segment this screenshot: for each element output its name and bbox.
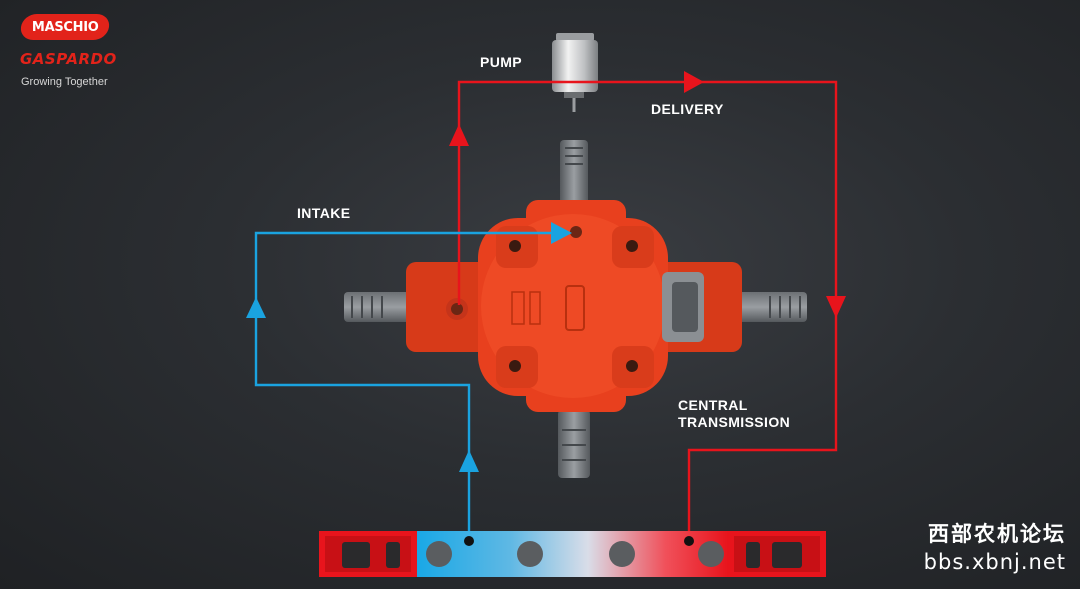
gaspardo-logo-text: GASPARDO: [20, 50, 117, 68]
central-transmission-line1: CENTRAL: [678, 397, 748, 413]
left-shaft: [344, 292, 416, 322]
bar-hole: [517, 541, 543, 567]
intake-right-arrow: [551, 222, 572, 244]
intake-port-dot: [464, 536, 474, 546]
central-transmission-line2: TRANSMISSION: [678, 414, 791, 430]
central-transmission-label: CENTRAL TRANSMISSION: [678, 397, 790, 431]
delivery-label: DELIVERY: [651, 101, 724, 117]
intake-label: INTAKE: [297, 205, 351, 221]
forum-watermark-chinese: 西部农机论坛: [928, 522, 1066, 546]
intake-up-arrow: [246, 297, 266, 318]
delivery-line: [457, 80, 838, 541]
bar-hole: [609, 541, 635, 567]
bar-hole: [698, 541, 724, 567]
brand-tagline: Growing Together: [21, 76, 108, 88]
right-shaft: [735, 292, 807, 322]
maschio-logo: MASCHIO: [19, 14, 111, 40]
delivery-down-arrow: [826, 296, 846, 318]
oil-reservoir-bar: [319, 531, 826, 577]
forum-watermark-url: bbs.xbnj.net: [923, 550, 1066, 574]
maschio-logo-text: MASCHIO: [31, 19, 99, 35]
central-transmission-gearbox: [406, 200, 742, 412]
delivery-up-arrow: [449, 124, 469, 146]
bar-hole: [426, 541, 452, 567]
intake-up-arrow-bottom: [459, 450, 479, 472]
delivery-right-arrow: [684, 71, 704, 93]
delivery-port-dot: [684, 536, 694, 546]
top-shaft: [560, 140, 588, 210]
bottom-shaft: [558, 410, 590, 478]
pump-icon: [552, 33, 598, 112]
pump-label: PUMP: [480, 54, 523, 70]
intake-line: [254, 231, 566, 541]
